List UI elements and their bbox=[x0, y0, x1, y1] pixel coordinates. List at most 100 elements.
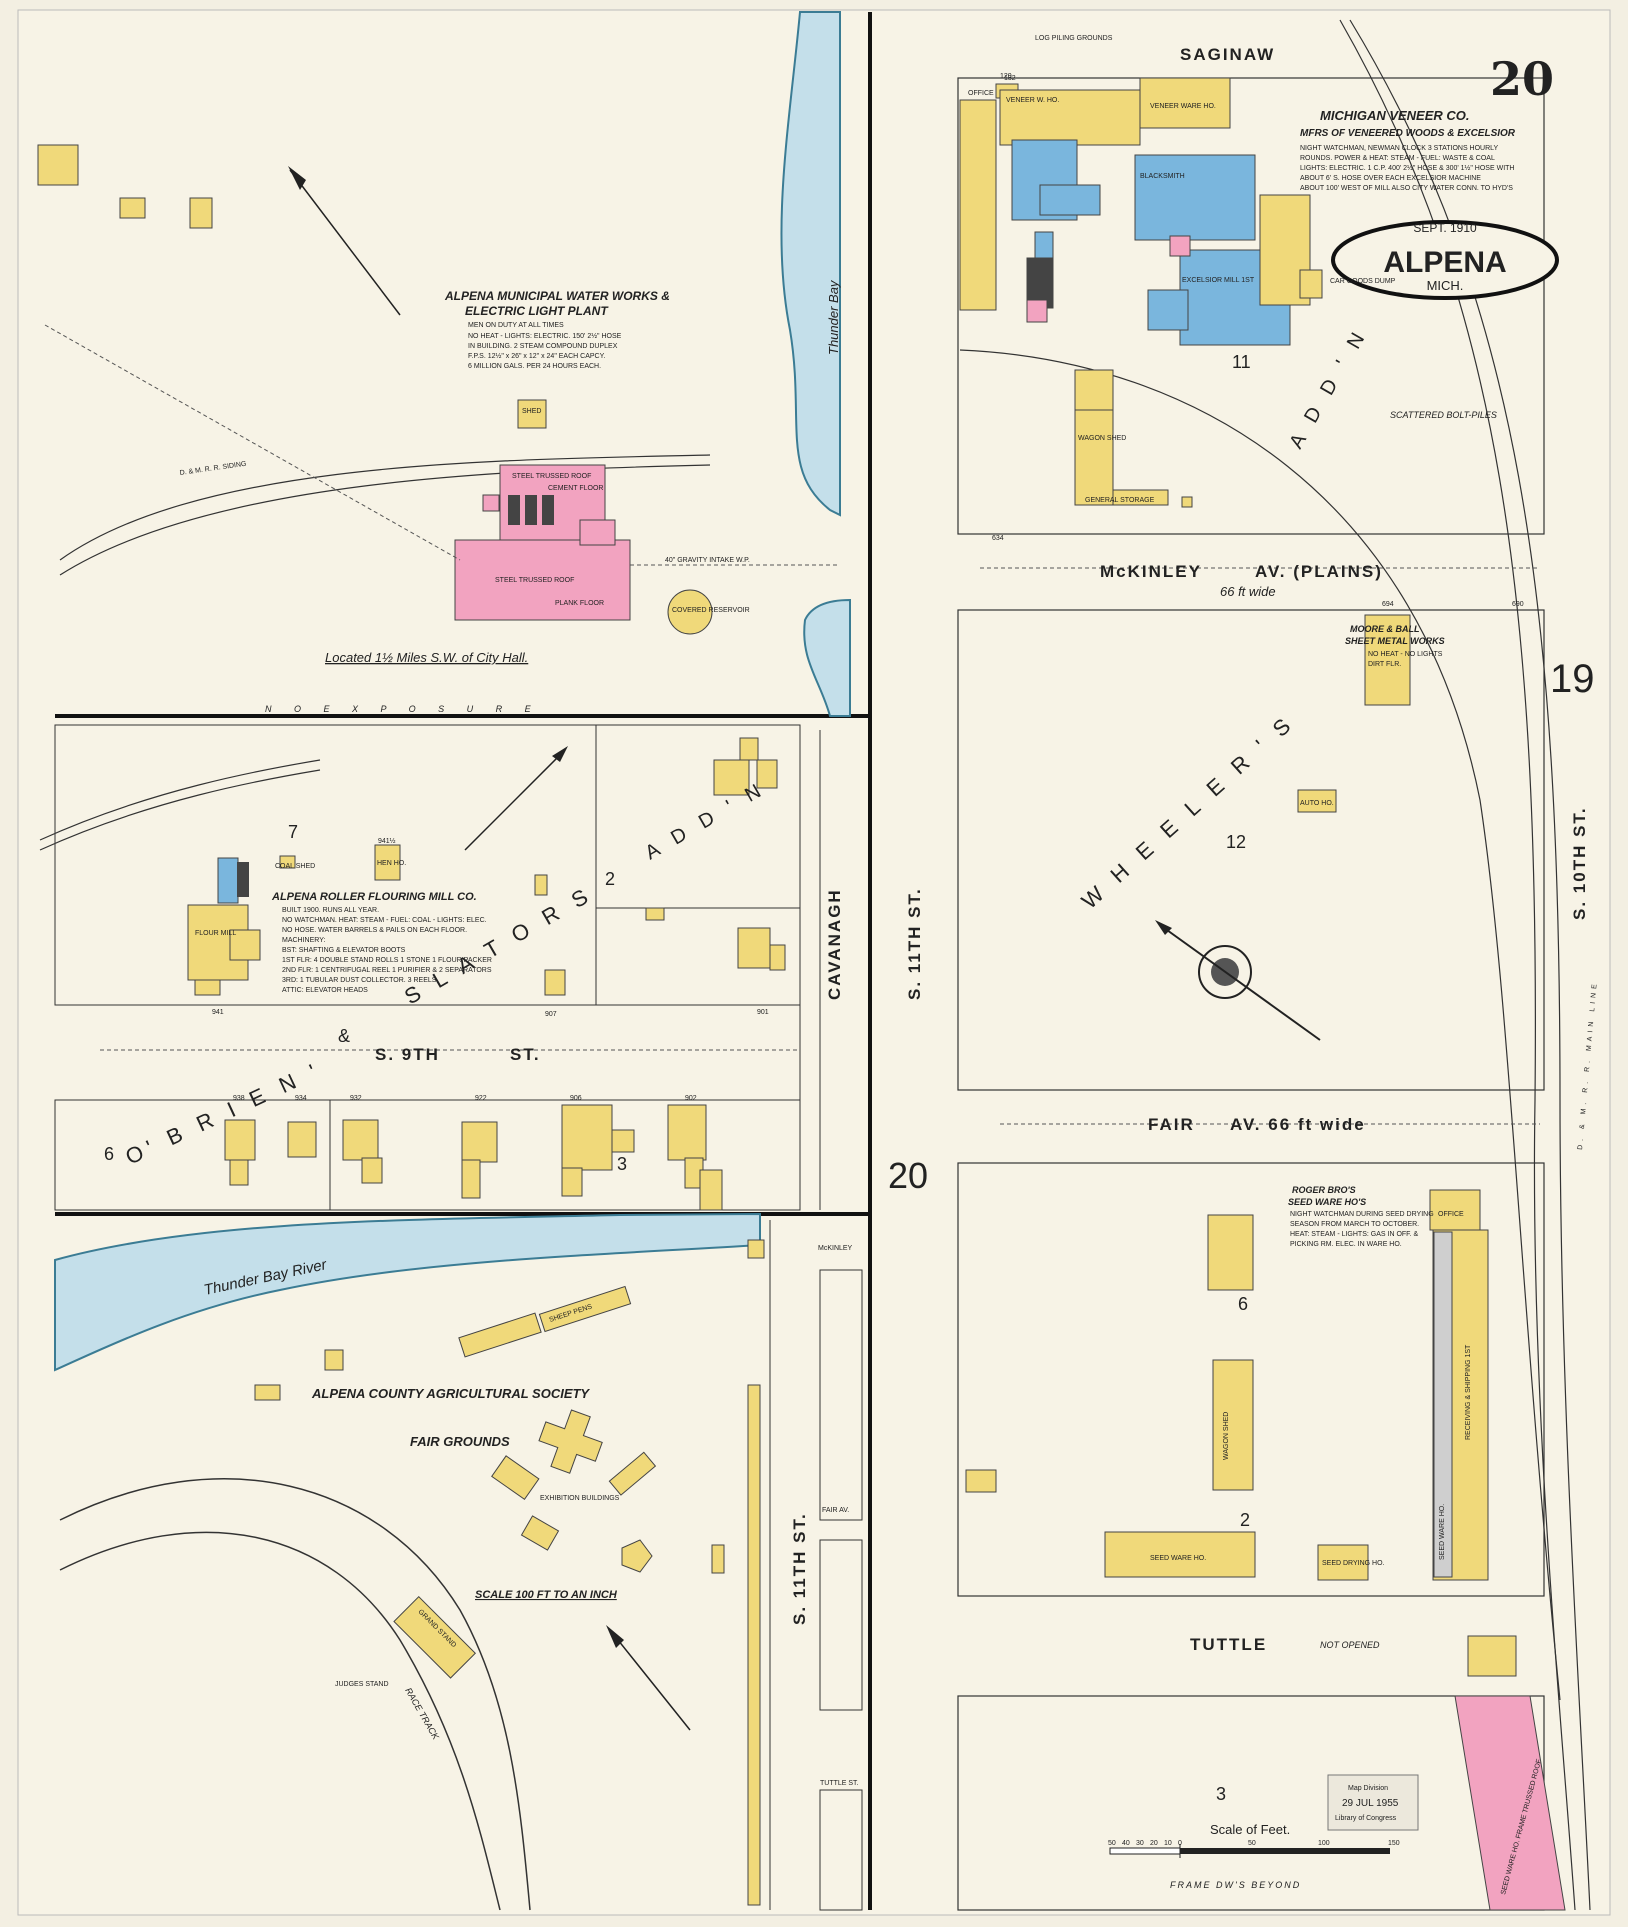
street-fair: FAIR bbox=[1148, 1115, 1195, 1134]
thunder-bay-water bbox=[780, 11, 841, 517]
fair-ground-buildings bbox=[254, 1239, 765, 1906]
map-label: F.P.S. 12½" x 26" x 12" x 24" EACH CAPCY… bbox=[468, 352, 605, 360]
michigan-veneer-plant bbox=[959, 77, 1323, 508]
sheet-metal-works bbox=[1364, 614, 1411, 706]
map-label: 0 bbox=[1178, 1840, 1182, 1847]
water-works-plant bbox=[454, 399, 713, 635]
map-label: JUDGES STAND bbox=[335, 1681, 389, 1688]
seed-ware-title: ROGER BRO'S bbox=[1292, 1185, 1356, 1195]
library-stamp bbox=[1327, 1774, 1419, 1831]
sheet-number: 20 bbox=[1490, 52, 1554, 106]
map-label: 20 bbox=[1150, 1840, 1158, 1847]
map-label: CEMENT FLOOR bbox=[548, 485, 604, 492]
map-label: NO HEAT - LIGHTS: ELECTRIC. 150' 2½" HOS… bbox=[468, 332, 622, 340]
map-label: ABOUT 100' WEST OF MILL ALSO CITY WATER … bbox=[1300, 185, 1513, 192]
map-label: PICKING RM. ELEC. IN WARE HO. bbox=[1290, 1241, 1402, 1248]
waterworks-title: ALPENA MUNICIPAL WATER WORKS & bbox=[444, 289, 670, 303]
map-label: 6 MILLION GALS. PER 24 HOURS EACH. bbox=[468, 363, 601, 370]
city-name: ALPENA bbox=[1383, 246, 1506, 279]
state-name: MICH. bbox=[1427, 278, 1464, 293]
adjacent-sheet-19: 19 bbox=[1550, 657, 1595, 701]
street-s9th-suffix: ST. bbox=[510, 1045, 541, 1064]
map-label: MACHINERY: bbox=[282, 937, 325, 944]
map-label: 1ST FLR: 4 DOUBLE STAND ROLLS 1 STONE 1 … bbox=[282, 957, 492, 964]
map-label: GENERAL STORAGE bbox=[1085, 497, 1155, 504]
veneer-title: MICHIGAN VENEER CO. bbox=[1320, 108, 1470, 123]
map-label: 932 bbox=[350, 1095, 362, 1102]
map-label: WAGON SHED bbox=[1078, 435, 1126, 442]
map-label: STEEL TRUSSED ROOF bbox=[495, 577, 574, 584]
map-label: BLACKSMITH bbox=[1140, 173, 1185, 180]
street-tuttle: TUTTLE bbox=[1190, 1635, 1267, 1654]
map-label: SEED DRYING HO. bbox=[1322, 1560, 1385, 1567]
auto-house-label: AUTO HO. bbox=[1300, 800, 1334, 807]
map-label: 120 bbox=[1000, 73, 1012, 80]
map-label: 694 bbox=[1382, 601, 1394, 608]
map-label: MEN ON DUTY AT ALL TIMES bbox=[468, 322, 564, 329]
scale-title: Scale of Feet. bbox=[1210, 1822, 1290, 1837]
map-label: SEASON FROM MARCH TO OCTOBER. bbox=[1290, 1221, 1419, 1228]
map-label: FLOUR MILL bbox=[195, 930, 236, 937]
map-label: CAR GOODS DUMP bbox=[1330, 278, 1396, 285]
stamp-line-2: 29 JUL 1955 bbox=[1342, 1798, 1399, 1809]
scale-bar bbox=[1109, 1844, 1390, 1858]
street-mckinley-suffix: AV. (PLAINS) bbox=[1255, 562, 1383, 581]
map-label: BST: SHAFTING & ELEVATOR BOOTS bbox=[282, 947, 406, 954]
map-label: 50 bbox=[1108, 1840, 1116, 1847]
map-label: OFFICE bbox=[1438, 1211, 1464, 1218]
street-s9th: S. 9TH bbox=[375, 1045, 440, 1064]
map-label: BUILT 1900. RUNS ALL YEAR. bbox=[282, 907, 379, 914]
map-label: SEED WARE HO. bbox=[1439, 1504, 1446, 1560]
frame-beyond: FRAME DW'S BEYOND bbox=[1170, 1880, 1301, 1890]
fair-grounds-title: ALPENA COUNTY AGRICULTURAL SOCIETY bbox=[311, 1386, 590, 1401]
block-3: 3 bbox=[1216, 1784, 1226, 1804]
map-label: DIRT FLR. bbox=[1368, 661, 1401, 668]
street-tuttle-note: NOT OPENED bbox=[1320, 1640, 1380, 1650]
map-label: 634 bbox=[992, 535, 1004, 542]
block-6-left: 6 bbox=[104, 1144, 114, 1164]
stamp-line-1: Map Division bbox=[1348, 1785, 1388, 1792]
map-label: 907 bbox=[545, 1011, 557, 1018]
map-label: 941½ bbox=[378, 837, 396, 845]
map-label: 934 bbox=[295, 1095, 307, 1102]
seed-ware-houses bbox=[965, 1189, 1489, 1581]
map-label: 10 bbox=[1164, 1840, 1172, 1847]
map-label: 30 bbox=[1136, 1840, 1144, 1847]
map-label: STEEL TRUSSED ROOF bbox=[512, 473, 591, 480]
map-label: 132 bbox=[1004, 75, 1016, 82]
seed-ware-house-frame bbox=[1454, 1695, 1566, 1911]
waterworks-location: Located 1½ Miles S.W. of City Hall. bbox=[325, 650, 528, 665]
sheet-date: SEPT. 1910 bbox=[1413, 221, 1477, 235]
block-2-left: 2 bbox=[605, 869, 615, 889]
flour-mill bbox=[187, 844, 566, 996]
map-label: NIGHT WATCHMAN DURING SEED DRYING bbox=[1290, 1211, 1434, 1218]
map-label: WAGON SHED bbox=[1223, 1412, 1230, 1460]
map-label: 941 bbox=[212, 1009, 224, 1016]
map-label: OFFICE bbox=[968, 90, 994, 97]
map-label: SCATTERED BOLT-PILES bbox=[1390, 410, 1497, 420]
map-label: IN BUILDING. 2 STEAM COMPOUND DUPLEX bbox=[468, 343, 618, 350]
block-11: 11 bbox=[1232, 352, 1251, 372]
street-tuttle-small: TUTTLE ST. bbox=[820, 1780, 859, 1787]
city-label-oval bbox=[1331, 220, 1559, 300]
block-6: 6 bbox=[1238, 1294, 1248, 1314]
fair-grounds-title2: FAIR GROUNDS bbox=[410, 1434, 510, 1449]
map-label: HEAT: STEAM - LIGHTS: GAS IN OFF. & bbox=[1290, 1231, 1419, 1238]
map-label: 938 bbox=[233, 1095, 245, 1102]
compass-rose bbox=[1155, 920, 1321, 1041]
map-label: 690 bbox=[1512, 601, 1524, 608]
map-label: COVERED RESERVOIR bbox=[672, 607, 750, 614]
map-label: RECEIVING & SHIPPING 1ST bbox=[1465, 1344, 1472, 1440]
map-label: 40" GRAVITY INTAKE W.P. bbox=[665, 557, 750, 564]
map-label: EXHIBITION BUILDINGS bbox=[540, 1495, 620, 1502]
map-label: NIGHT WATCHMAN, NEWMAN CLOCK 3 STATIONS … bbox=[1300, 145, 1499, 152]
map-label: 100 bbox=[1318, 1840, 1330, 1847]
no-exposure: N O E X P O S U R E bbox=[265, 704, 541, 714]
map-label: 40 bbox=[1122, 1840, 1130, 1847]
street-s10th: S. 10TH ST. bbox=[1570, 806, 1589, 920]
dwellings-obriens-addn bbox=[224, 1104, 723, 1211]
map-label: 150 bbox=[1388, 1840, 1400, 1847]
map-label: ROUNDS. POWER & HEAT: STEAM - FUEL: WAST… bbox=[1300, 155, 1495, 162]
map-label: NO WATCHMAN. HEAT: STEAM - FUEL: COAL - … bbox=[282, 917, 487, 924]
map-label: HEN HO. bbox=[377, 860, 406, 867]
